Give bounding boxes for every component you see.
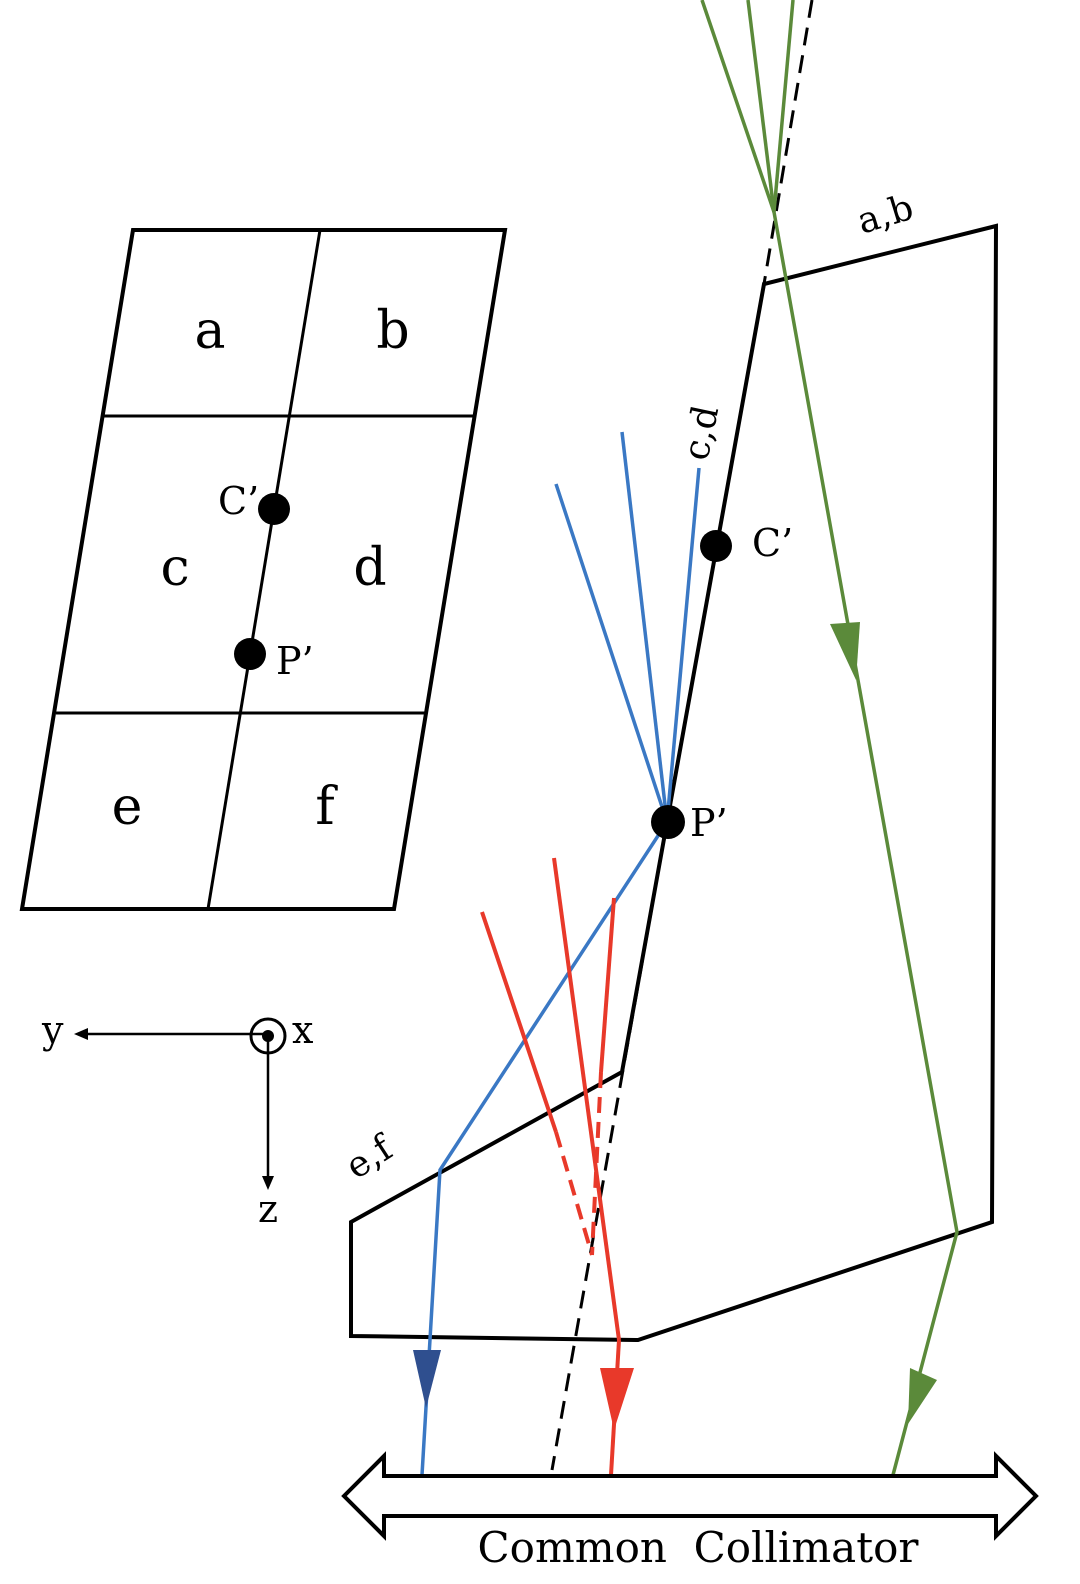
y-axis-arrowhead	[74, 1028, 88, 1040]
z-axis-label: z	[258, 1187, 278, 1231]
point-c-label: C’	[752, 521, 793, 565]
grid-point-p	[234, 638, 266, 670]
coordinate-axes: y x z	[41, 1008, 313, 1231]
red-ray-3	[599, 897, 616, 1073]
x-axis-out-of-page-icon	[249, 1017, 287, 1055]
cell-e-label: e	[112, 777, 143, 837]
grid-center-line	[206, 229, 322, 910]
facet-grid: a b c d e f C’ P’	[19, 228, 508, 911]
green-ray-1	[700, 0, 776, 213]
cell-c-label: c	[160, 538, 189, 598]
blue-ray-2	[620, 431, 669, 823]
grid-point-c	[258, 493, 290, 525]
cell-d-label: d	[353, 538, 386, 598]
point-p	[651, 805, 685, 839]
cell-a-label: a	[194, 301, 225, 361]
green-rays	[700, 0, 959, 1476]
prism-cross-section	[349, 0, 999, 1471]
blue-rays	[413, 431, 701, 1476]
dashed-facet-extension-bottom	[550, 821, 669, 1471]
red-arrowhead	[600, 1368, 634, 1430]
facet-label-cd: c,d	[676, 402, 727, 464]
red-ray-3-virtual	[590, 1071, 603, 1256]
point-c	[700, 530, 732, 562]
green-ray-3	[772, 0, 795, 213]
grid-outline	[19, 228, 508, 911]
collimator-double-arrow	[341, 1451, 1039, 1541]
green-arrowhead-upper	[830, 622, 860, 680]
x-axis-label: x	[292, 1008, 313, 1052]
common-collimator: Common Collimator	[341, 1451, 1039, 1572]
y-axis-label: y	[41, 1008, 64, 1052]
blue-arrowhead	[413, 1350, 441, 1408]
cell-b-label: b	[376, 301, 409, 361]
green-ray-2	[746, 0, 776, 213]
point-p-label: P’	[690, 801, 728, 845]
facet-label-ef: e,f	[339, 1127, 402, 1188]
red-ray-2	[552, 857, 621, 1341]
grid-point-p-label: P’	[276, 639, 314, 683]
red-ray-1	[480, 911, 558, 1133]
red-rays	[480, 857, 634, 1476]
red-ray-1-virtual	[554, 1131, 594, 1256]
collimator-label: Common Collimator	[478, 1523, 920, 1572]
blue-ray-3	[665, 467, 701, 823]
x-axis-dot	[262, 1030, 274, 1042]
prism-outline	[349, 223, 999, 1343]
green-arrowhead-lower	[908, 1368, 937, 1424]
cell-f-label: f	[315, 777, 338, 837]
blue-ray-1	[554, 483, 669, 823]
grid-point-c-label: C’	[218, 479, 259, 523]
facet-label-ab: a,b	[853, 187, 918, 243]
dashed-facet-extension-top	[762, 0, 814, 285]
z-axis-arrowhead	[262, 1176, 274, 1190]
